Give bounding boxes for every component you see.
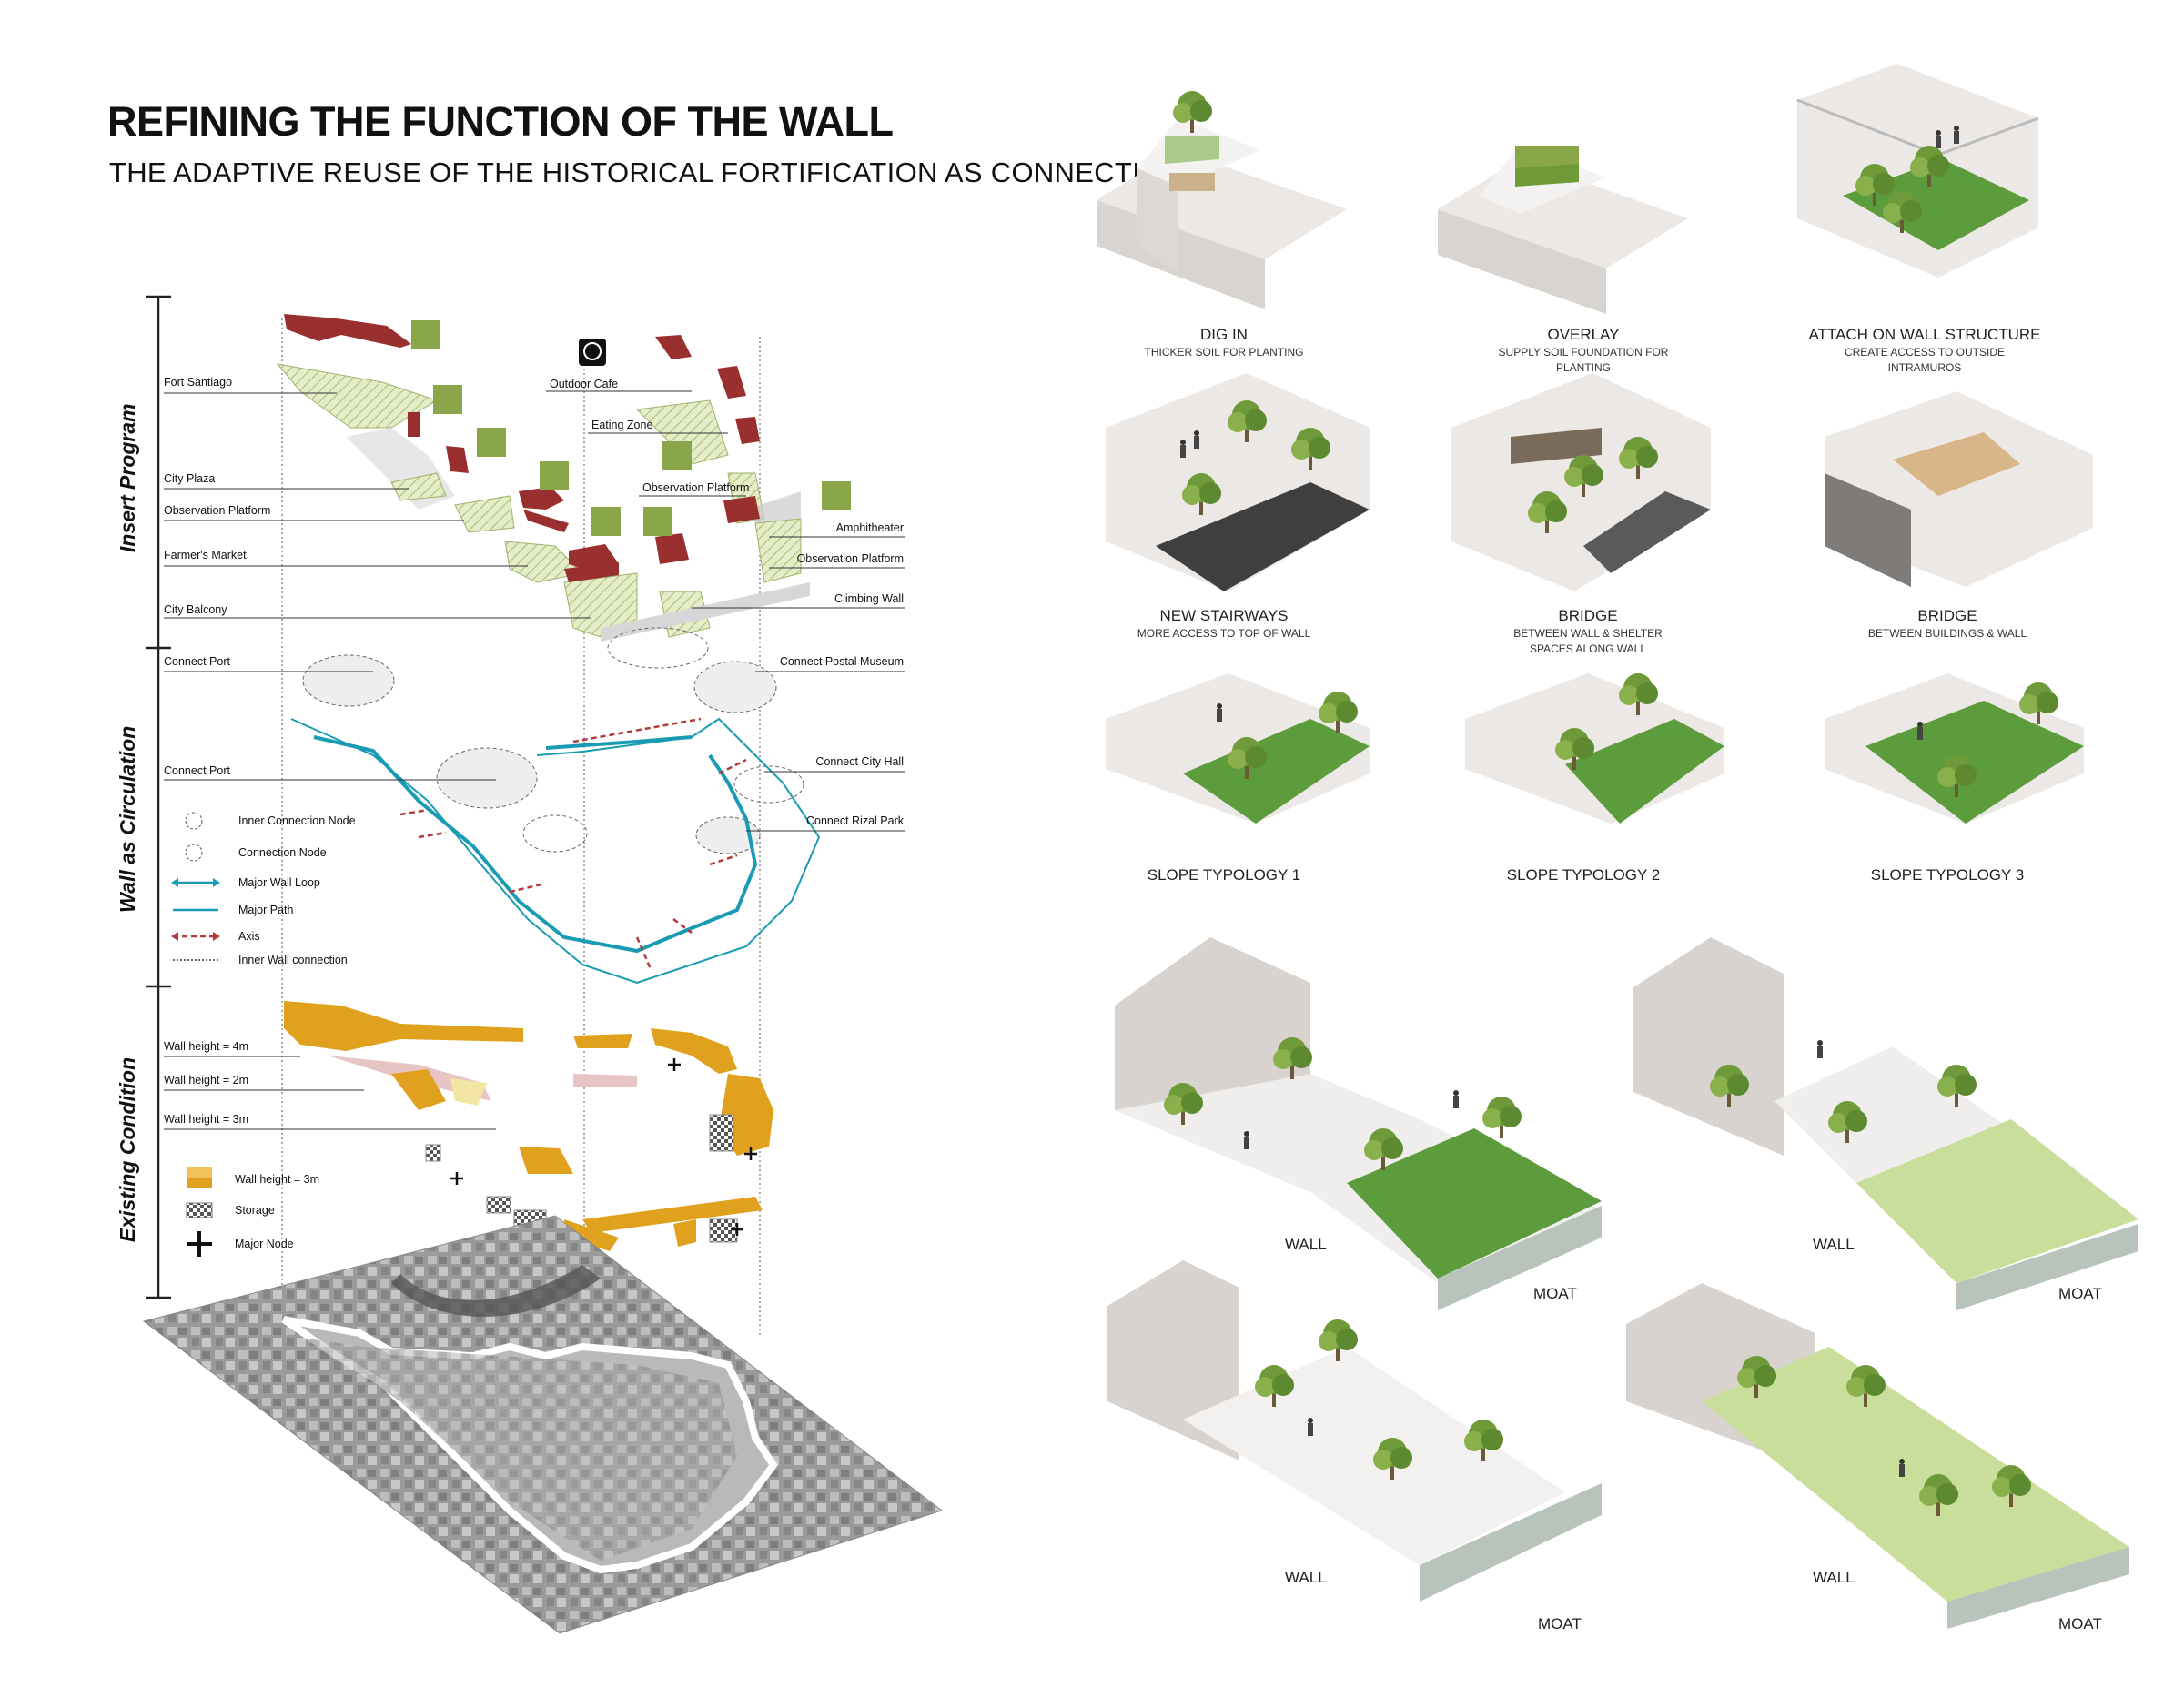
typology-bridge-1-illustration: [1451, 373, 1711, 591]
label-observation-platform-left: Observation Platform: [164, 504, 270, 517]
typology-title-9: SLOPE TYPOLOGY 3: [1871, 866, 2025, 884]
typology-overlay-illustration: [1438, 146, 1688, 314]
typology-sub-5a: BETWEEN WALL & SHELTER: [1513, 627, 1663, 640]
typology-title-8: SLOPE TYPOLOGY 2: [1507, 866, 1661, 884]
typology-title-4: NEW STAIRWAYS: [1159, 607, 1288, 624]
legend-major-loop: Major Wall Loop: [238, 876, 320, 889]
section4-moat-label: MOAT: [2058, 1615, 2102, 1632]
page-title: REFINING THE FUNCTION OF THE WALL: [107, 98, 894, 145]
aerial-map: [142, 1215, 944, 1634]
section-illustration-4: [1626, 1283, 2129, 1629]
label-wall-height-3m: Wall height = 3m: [164, 1113, 248, 1126]
section-label-insert: Insert Program: [116, 403, 139, 552]
legend-major-path: Major Path: [238, 904, 293, 916]
label-amphitheater: Amphitheater: [836, 521, 904, 534]
label-observation-platform-right: Observation Platform: [797, 552, 904, 565]
legend-storage: Storage: [235, 1204, 275, 1217]
typology-sub-6: BETWEEN BUILDINGS & WALL: [1868, 627, 2027, 640]
section4-wall-label: WALL: [1813, 1569, 1855, 1586]
label-city-plaza: City Plaza: [164, 472, 215, 485]
typology-title-7: SLOPE TYPOLOGY 1: [1148, 866, 1301, 884]
legend-node: Connection Node: [238, 846, 327, 859]
label-outdoor-cafe: Outdoor Cafe: [550, 378, 618, 390]
section-illustration-3: [1107, 1260, 1602, 1602]
label-climbing-wall: Climbing Wall: [834, 592, 904, 605]
typology-bridge-2-illustration: [1825, 391, 2093, 587]
typology-sub-3b: INTRAMUROS: [1888, 361, 1962, 374]
legend-inner-node: Inner Connection Node: [238, 814, 356, 827]
section2-moat-label: MOAT: [2058, 1285, 2102, 1302]
typology-dig-in-illustration: [1097, 91, 1347, 309]
existing-condition-layer: Wall height = 4m Wall height = 2m Wall h…: [164, 1001, 774, 1257]
label-connect-city-hall: Connect City Hall: [815, 755, 904, 768]
label-farmers-market: Farmer's Market: [164, 549, 247, 561]
section3-wall-label: WALL: [1285, 1569, 1327, 1586]
label-connect-port-top: Connect Port: [164, 655, 230, 668]
typology-stairways-illustration: [1106, 373, 1370, 591]
label-connect-port-mid: Connect Port: [164, 764, 230, 777]
slope-typology-2-illustration: [1465, 673, 1724, 824]
typology-title-5: BRIDGE: [1558, 607, 1617, 624]
label-eating-zone: Eating Zone: [592, 419, 652, 431]
legend-axis: Axis: [238, 930, 260, 943]
label-connect-rizal-park: Connect Rizal Park: [806, 814, 905, 827]
insert-program-layer: Fort Santiago City Plaza Observation Pla…: [164, 314, 905, 642]
section3-moat-label: MOAT: [1538, 1615, 1582, 1632]
section2-wall-label: WALL: [1813, 1236, 1855, 1253]
label-city-balcony: City Balcony: [164, 603, 228, 616]
section-bracket: [146, 295, 171, 1299]
slope-typology-1-illustration: [1106, 673, 1370, 824]
typology-sub-2b: PLANTING: [1556, 361, 1611, 374]
legend-wall-3m: Wall height = 3m: [235, 1173, 319, 1186]
section-illustration-2: [1633, 937, 2138, 1310]
section-label-existing: Existing Condition: [116, 1057, 139, 1242]
typology-sub-4: MORE ACCESS TO TOP OF WALL: [1138, 627, 1311, 640]
typology-title-1: DIG IN: [1200, 326, 1248, 343]
section-illustration-1: [1115, 937, 1602, 1310]
label-wall-height-4m: Wall height = 4m: [164, 1040, 248, 1053]
typology-title-3: ATTACH ON WALL STRUCTURE: [1808, 326, 2040, 343]
typology-title-6: BRIDGE: [1917, 607, 1977, 624]
legend-inner-connection: Inner Wall connection: [238, 954, 348, 966]
page-subtitle: THE ADAPTIVE REUSE OF THE HISTORICAL FOR…: [109, 157, 1184, 188]
typology-attach-illustration: [1796, 64, 2039, 278]
slope-typology-3-illustration: [1825, 673, 2084, 824]
typology-sub-2a: SUPPLY SOIL FOUNDATION FOR: [1499, 346, 1669, 359]
label-wall-height-2m: Wall height = 2m: [164, 1074, 248, 1087]
label-connect-postal-museum: Connect Postal Museum: [780, 655, 904, 668]
label-observation-platform-mid: Observation Platform: [642, 481, 749, 494]
section1-moat-label: MOAT: [1533, 1285, 1577, 1302]
circulation-layer: Connect Port Connect Postal Museum Conne…: [164, 627, 905, 985]
label-fort-santiago: Fort Santiago: [164, 376, 232, 389]
typology-sub-1: THICKER SOIL FOR PLANTING: [1145, 346, 1304, 359]
section-label-circulation: Wall as Circulation: [116, 726, 139, 913]
typology-sub-5b: SPACES ALONG WALL: [1530, 642, 1646, 655]
legend-major-node: Major Node: [235, 1238, 294, 1250]
typology-sub-3a: CREATE ACCESS TO OUTSIDE: [1845, 346, 2005, 359]
section1-wall-label: WALL: [1285, 1236, 1327, 1253]
typology-title-2: OVERLAY: [1547, 326, 1619, 343]
